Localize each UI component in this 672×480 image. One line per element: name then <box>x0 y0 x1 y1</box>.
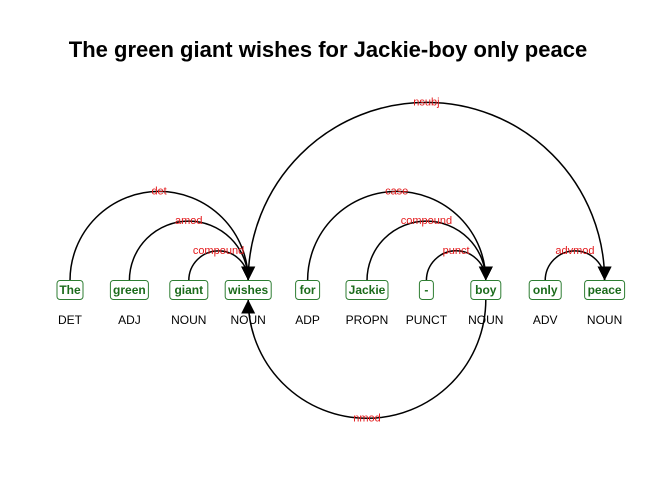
word-box <box>345 280 389 300</box>
word-box <box>109 280 149 300</box>
arc-label: compound <box>193 245 244 257</box>
word-label: wishes <box>227 283 268 297</box>
arc-path <box>247 101 606 281</box>
word-label: - <box>424 283 428 297</box>
word-box <box>224 280 272 300</box>
word-box <box>528 280 562 300</box>
dependency-arc-punct: punct <box>425 245 493 281</box>
word-box <box>169 280 209 300</box>
pos-tag-label: NOUN <box>587 313 622 327</box>
arc-label: advmod <box>555 245 594 257</box>
arc-label: nmod <box>353 412 381 424</box>
arrowhead-icon <box>241 299 256 314</box>
word-label: peace <box>588 283 622 297</box>
pos-tag-label: PROPN <box>346 313 389 327</box>
word-box <box>584 280 626 300</box>
word-box <box>56 280 84 300</box>
arc-label: det <box>151 185 166 197</box>
word-label: for <box>300 283 316 297</box>
pos-tag-label: NOUN <box>468 313 503 327</box>
token-6: - PUNCT <box>406 280 448 327</box>
diagram-title: The green giant wishes for Jackie-boy on… <box>69 37 587 62</box>
word-label: Jackie <box>349 283 386 297</box>
arc-path <box>306 190 487 281</box>
arc-path <box>69 190 249 281</box>
pos-tag-label: DET <box>58 313 83 327</box>
arcs-layer: det amod compound nsubj case compound punct adv… <box>69 96 612 424</box>
arc-label: amod <box>175 215 203 227</box>
arc-label: compound <box>401 215 452 227</box>
word-box <box>470 280 502 300</box>
word-label: The <box>59 283 81 297</box>
arc-label: punct <box>443 245 470 257</box>
word-box <box>295 280 321 300</box>
word-label: only <box>533 283 558 297</box>
arrowhead-icon <box>597 266 612 281</box>
word-label: boy <box>475 283 497 297</box>
pos-tag-label: PUNCT <box>406 313 448 327</box>
pos-tag-label: NOUN <box>171 313 206 327</box>
arc-label: case <box>385 185 408 197</box>
word-box <box>418 280 434 300</box>
pos-tag-label: ADJ <box>118 313 141 327</box>
tokens-layer: TheDETgreenADJgiantNOUNwishesNOUNforADPJ… <box>56 280 626 327</box>
dependency-arc-nmod: nmod <box>241 299 487 424</box>
dependency-arc-advmod: advmod <box>544 245 612 281</box>
arc-path <box>366 220 487 281</box>
pos-tag-label: ADV <box>533 313 558 327</box>
arc-path <box>128 220 249 281</box>
arc-label: nsubj <box>413 96 439 108</box>
pos-tag-label: NOUN <box>231 313 266 327</box>
arc-path <box>247 299 487 420</box>
arrowhead-icon <box>478 266 493 281</box>
word-label: giant <box>174 283 203 297</box>
word-label: green <box>113 283 146 297</box>
pos-tag-label: ADP <box>295 313 320 327</box>
